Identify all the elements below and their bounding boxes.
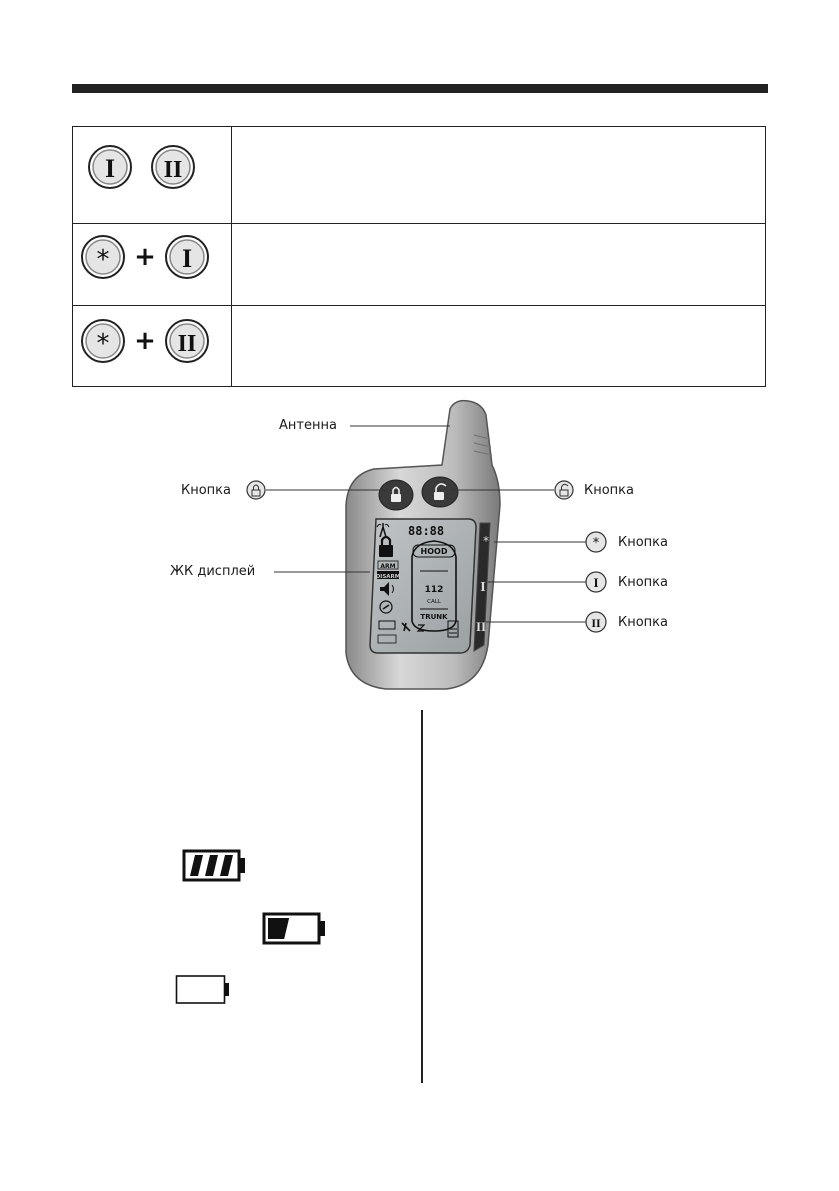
combo-icons-svg: * + II	[81, 319, 209, 363]
label-glyph: I	[593, 575, 598, 590]
plus-sign: +	[134, 326, 156, 356]
top-rule	[72, 84, 768, 93]
button-glyph: I	[182, 244, 192, 273]
lcd-engine-icon	[378, 620, 396, 630]
lcd-arm: ARM	[380, 563, 395, 570]
unlock-label-icon	[554, 480, 574, 500]
lcd-auto-indicator	[377, 634, 397, 644]
combo-icons: * + II	[73, 306, 232, 386]
combo-row: * + II	[73, 306, 765, 386]
side-button-i-glyph[interactable]: I	[480, 580, 485, 595]
button-i-icon: I	[88, 145, 132, 189]
battery-empty-icon	[175, 975, 229, 1004]
button-star-icon: *	[81, 319, 125, 363]
lcd-number: 112	[425, 585, 444, 595]
lock-button-label: Кнопка	[181, 483, 232, 498]
combo-icons: * + I	[73, 224, 232, 305]
combo-icons-svg: I II	[88, 145, 195, 189]
button-ii-icon: II	[165, 319, 209, 363]
plus-sign: +	[134, 242, 156, 272]
lcd-gun-icon	[379, 600, 393, 614]
battery-segment	[220, 855, 233, 876]
unlock-button[interactable]	[421, 476, 459, 508]
lock-label-icon	[246, 480, 266, 500]
button-glyph: II	[178, 331, 197, 357]
lcd-label: ЖК дисплей	[170, 564, 256, 579]
lcd-sleep-icon	[416, 624, 426, 632]
side-button-ii-glyph[interactable]: II	[476, 619, 486, 634]
button-glyph: I	[105, 154, 115, 183]
battery-full-icon	[182, 849, 245, 882]
lcd-antenna-icon	[376, 523, 390, 538]
combo-icons: I II	[73, 127, 232, 223]
lcd-wrench-icon	[401, 622, 411, 632]
lcd-battery-icon	[447, 620, 459, 638]
lcd-display: 88:88 HOOD ARM DISARM 112 CALL TRUNK	[369, 518, 477, 654]
antenna-label: Антенна	[279, 418, 337, 433]
side-button-star-glyph[interactable]: *	[483, 534, 489, 548]
star-button-label: Кнопка	[618, 535, 669, 550]
battery-segment	[205, 855, 218, 876]
lcd-padlock-icon	[379, 535, 393, 557]
combo-row: * + I	[73, 224, 765, 306]
battery-segment	[268, 918, 290, 939]
ii-button-label: Кнопка	[618, 615, 669, 630]
remote-illustration: 88:88 HOOD ARM DISARM 112 CALL TRUNK	[246, 399, 607, 690]
button-ii-icon: II	[151, 145, 195, 189]
unlock-button-label: Кнопка	[584, 483, 635, 498]
lcd-hood: HOOD	[421, 547, 448, 556]
combo-row: I II	[73, 127, 765, 224]
ii-label-icon: II	[585, 611, 607, 633]
label-glyph: *	[593, 536, 600, 551]
lcd-trunk: TRUNK	[420, 613, 448, 621]
battery-segment	[190, 855, 203, 876]
lcd-call: CALL	[427, 599, 442, 605]
column-divider	[421, 710, 423, 1083]
label-glyph: II	[591, 616, 601, 630]
button-glyph: *	[97, 329, 110, 359]
lcd-time: 88:88	[408, 524, 444, 538]
combo-icons-svg: * + I	[81, 235, 209, 279]
i-label-icon: I	[585, 571, 607, 593]
i-button-label: Кнопка	[618, 575, 669, 590]
combo-table: I II * +	[72, 126, 766, 387]
lcd-speaker-icon	[380, 582, 394, 596]
button-glyph: *	[97, 245, 110, 275]
star-label-icon: *	[585, 531, 607, 553]
button-glyph: II	[164, 157, 183, 183]
battery-half-icon	[262, 912, 325, 945]
button-star-icon: *	[81, 235, 125, 279]
lock-button[interactable]	[378, 479, 414, 511]
lcd-disarm: DISARM	[376, 574, 401, 580]
button-i-icon: I	[165, 235, 209, 279]
